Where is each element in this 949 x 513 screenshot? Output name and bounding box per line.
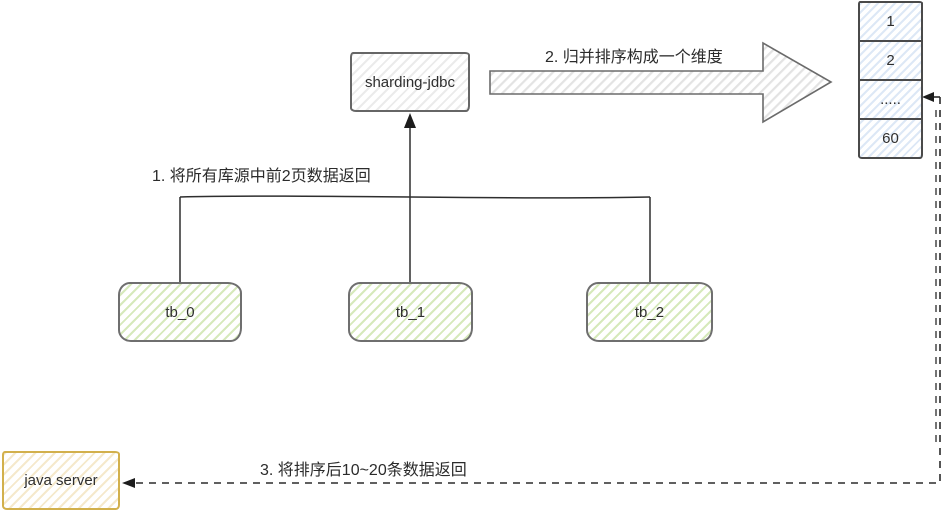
arrowhead-left-stack-icon — [922, 92, 934, 102]
step2-label: 2. 归并排序构成一个维度 — [545, 49, 723, 66]
step3-label: 3. 将排序后10~20条数据返回 — [260, 462, 467, 479]
merged-result-stack: 1 2 ..... 60 — [858, 1, 923, 159]
arrowhead-up-icon — [404, 113, 416, 128]
java-server-label: java server — [24, 472, 98, 489]
arrowhead-left-java-icon — [122, 478, 135, 488]
stack-cell: 60 — [860, 118, 921, 157]
tb-2-label: tb_2 — [634, 303, 665, 321]
tree-connector — [179, 126, 651, 282]
tb-2-node: tb_2 — [586, 282, 713, 342]
tb-1-node: tb_1 — [348, 282, 473, 342]
sharding-jdbc-node: sharding-jdbc — [350, 52, 470, 112]
stack-cell: ..... — [860, 79, 921, 118]
stack-cell: 1 — [886, 13, 895, 30]
java-server-node: java server — [2, 451, 120, 510]
tb-0-node: tb_0 — [118, 282, 242, 342]
tb-0-label: tb_0 — [165, 303, 195, 321]
tb-1-label: tb_1 — [395, 303, 426, 321]
dashed-return-path — [133, 96, 941, 484]
sharding-jdbc-label: sharding-jdbc — [364, 73, 456, 91]
stack-cell: 2 — [860, 40, 921, 79]
step1-label: 1. 将所有库源中前2页数据返回 — [152, 168, 371, 185]
